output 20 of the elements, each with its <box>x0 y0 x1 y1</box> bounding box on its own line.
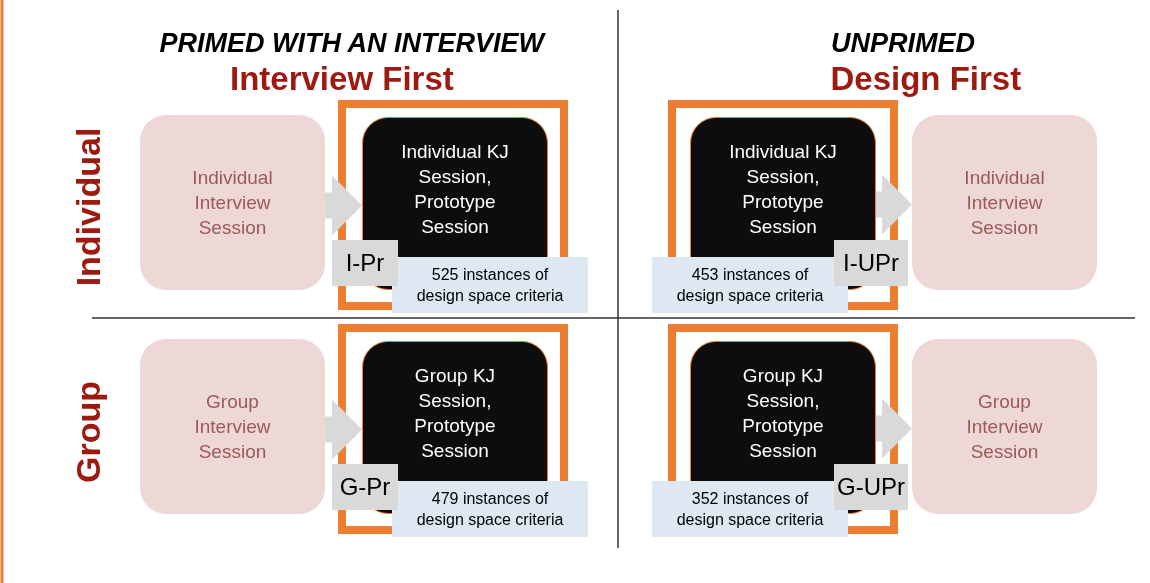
block-arrow <box>876 398 912 459</box>
condition-tag: G-Pr <box>332 464 398 510</box>
block-arrow <box>325 175 362 236</box>
condition-tag: I-Pr <box>332 240 398 286</box>
row-heading: Group <box>71 381 105 483</box>
column-heading: Design First <box>830 62 1022 95</box>
row-heading: Individual <box>70 127 105 287</box>
session-box: Group Interview Session <box>912 339 1097 514</box>
condition-tag: I-UPr <box>834 240 908 286</box>
count-box: 525 instances of design space criteria <box>392 257 588 313</box>
condition-tag: G-UPr <box>834 464 908 510</box>
block-arrow <box>325 399 362 460</box>
column-heading: PRIMED WITH AN INTERVIEW <box>159 30 544 57</box>
column-heading: UNPRIMED <box>831 30 975 57</box>
session-box: Group Interview Session <box>140 339 325 514</box>
column-heading: Interview First <box>230 62 454 95</box>
session-box: Individual Interview Session <box>140 115 325 290</box>
count-box: 479 instances of design space criteria <box>392 481 588 537</box>
block-arrow <box>876 174 912 235</box>
session-box: Individual Interview Session <box>912 115 1097 290</box>
